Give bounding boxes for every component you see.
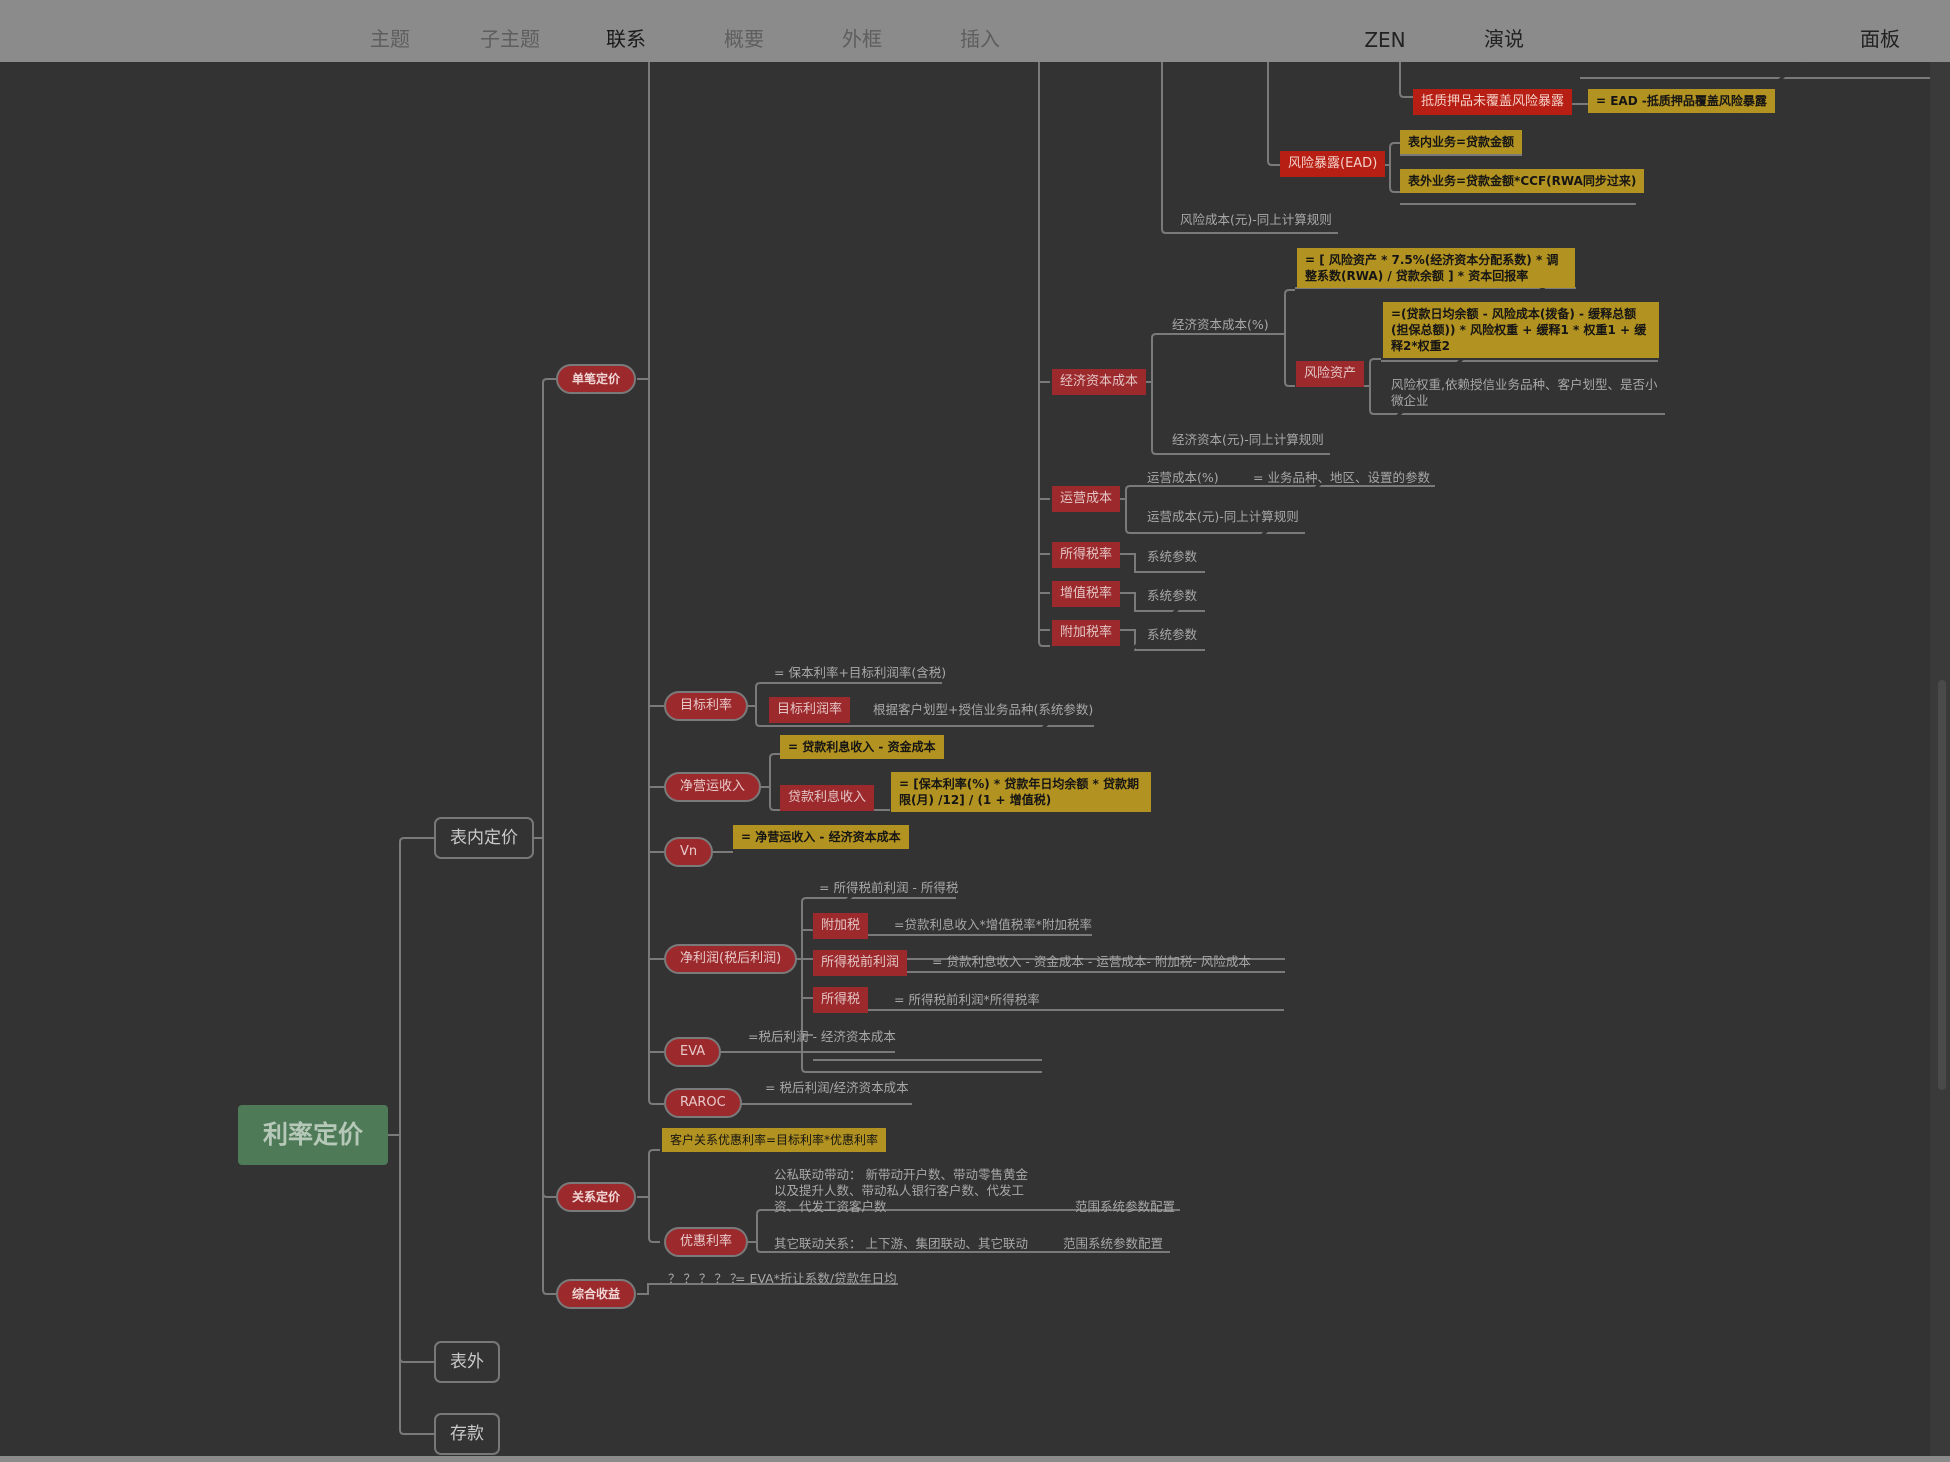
vat-rate-param-text[interactable]: 系统参数 [1147,588,1198,603]
vertical-scrollbar[interactable] [1938,680,1946,1090]
comprehensive-income-node[interactable]: 综合收益 [556,1279,637,1309]
zen-icon [1369,0,1401,10]
public-private-linkage-text[interactable]: 公私联动带动： 新带动开户数、带动零售黄金以及提升人数、带动私人银行客户数、代发… [774,1167,1028,1214]
surcharge-formula-text[interactable]: =贷款利息收入*增值税率*附加税率 [894,917,1092,932]
play-icon [1488,0,1520,10]
summary-button[interactable]: 概要 [714,0,774,62]
net-op-income-node[interactable]: 净营运收入 [664,772,762,802]
eva-node[interactable]: EVA [664,1037,722,1067]
topic-icon [374,0,406,10]
op-cost-node[interactable]: 运营成本 [1052,486,1121,512]
econ-cost-pct-formula-node[interactable]: = [ 风险资产 * 7.5%(经济资本分配系数) * 调整系数(RWA) / … [1297,248,1575,288]
target-margin-note-text[interactable]: 根据客户划型+授信业务品种(系统参数) [873,702,1094,717]
econ-cost-pct-text[interactable]: 经济资本成本(%) [1172,317,1269,332]
income-tax-rate-param-text[interactable]: 系统参数 [1147,549,1198,564]
present-label: 演说 [1484,27,1524,51]
relation-pricing-node[interactable]: 关系定价 [556,1182,637,1212]
zen-button[interactable]: ZEN [1355,0,1415,62]
ead-off-balance-node[interactable]: 表外业务=贷款金额*CCF(RWA同步过来) [1400,169,1645,193]
op-cost-yuan-text[interactable]: 运营成本(元)-同上计算规则 [1147,509,1299,524]
range-config-text-1[interactable]: 范围系统参数配置 [1075,1199,1176,1214]
ead-node[interactable]: 风险暴露(EAD) [1280,151,1386,177]
ead-on-balance-node[interactable]: 表内业务=贷款金额 [1400,130,1523,154]
target-margin-node[interactable]: 目标利润率 [769,697,851,723]
income-tax-formula-text[interactable]: = 所得税前利润*所得税率 [894,992,1040,1007]
raroc-formula-text[interactable]: = 税后利润/经济资本成本 [765,1080,909,1095]
target-rate-formula-text[interactable]: = 保本利率+目标利润率(含税) [774,665,947,680]
risk-weight-note-text[interactable]: 风险权重,依赖授信业务品种、客户划型、是否小微企业 [1391,377,1658,408]
relation-button[interactable]: 联系 [596,0,656,62]
pretax-formula-text[interactable]: = 贷款利息收入 - 资金成本 - 运营成本- 附加税- 风险成本 [932,954,1251,969]
panel-icon [1864,0,1896,10]
insert-button[interactable]: 插入 [950,0,1010,62]
zen-label: ZEN [1364,28,1406,52]
topic-label: 主题 [370,27,410,51]
pretax-profit-node[interactable]: 所得税前利润 [813,950,908,976]
deposit-node[interactable]: 存款 [434,1413,500,1455]
root-topic-node[interactable]: 利率定价 [238,1105,389,1165]
pref-rate-node[interactable]: 优惠利率 [664,1227,749,1257]
risk-asset-formula-node[interactable]: =(贷款日均余额 - 风险成本(拨备) - 缓释总额(担保总额)) * 风险权重… [1383,302,1659,358]
other-linkage-text[interactable]: 其它联动关系： 上下游、集团联动、其它联动 [774,1236,1028,1251]
off-balance-node[interactable]: 表外 [434,1341,500,1383]
mindmap-canvas[interactable]: 抵质押品未覆盖风险暴露 = EAD -抵质押品覆盖风险暴露 风险暴露(EAD) … [0,62,1950,1462]
net-profit-node[interactable]: 净利润(税后利润) [664,944,798,974]
income-tax-node[interactable]: 所得税 [813,987,869,1013]
collateral-formula-node[interactable]: = EAD -抵质押品覆盖风险暴露 [1588,89,1775,113]
subtopic-label: 子主题 [480,27,540,51]
op-cost-pct-formula-text[interactable]: = 业务品种、地区、设置的参数 [1253,470,1430,485]
single-pricing-node[interactable]: 单笔定价 [556,364,637,394]
eva-formula-text[interactable]: =税后利润 - 经济资本成本 [748,1029,896,1044]
op-cost-pct-text[interactable]: 运营成本(%) [1147,470,1219,485]
present-button[interactable]: 演说 [1474,0,1534,62]
panel-button[interactable]: 面板 [1850,0,1910,62]
question-marks-text[interactable]: ？？？？？ [668,1271,746,1286]
boundary-icon [846,0,878,10]
boundary-button[interactable]: 外框 [832,0,892,62]
summary-icon [728,0,760,10]
summary-label: 概要 [724,27,764,51]
surcharge-rate-param-text[interactable]: 系统参数 [1147,627,1198,642]
target-rate-node[interactable]: 目标利率 [664,691,749,721]
customer-pref-rate-node[interactable]: 客户关系优惠利率=目标利率*优惠利率 [662,1128,887,1152]
surcharge-node[interactable]: 附加税 [813,913,869,939]
subtopic-button[interactable]: 子主题 [470,0,550,62]
plus-icon [964,0,996,10]
econ-capital-cost-node[interactable]: 经济资本成本 [1052,369,1147,395]
relation-label: 联系 [606,27,646,51]
surcharge-rate-node[interactable]: 附加税率 [1052,620,1121,646]
bottom-bar [0,1456,1950,1462]
connector-lines [388,62,1930,1435]
subtopic-icon [494,0,526,10]
loan-interest-node[interactable]: 贷款利息收入 [780,785,875,811]
collateral-uncovered-node[interactable]: 抵质押品未覆盖风险暴露 [1413,89,1573,115]
net-op-income-formula-node[interactable]: = 贷款利息收入 - 资金成本 [780,735,944,759]
raroc-node[interactable]: RAROC [664,1088,742,1118]
toolbar: 主题 子主题 联系 概要 外框 插入 ZEN 演说 面板 [0,0,1950,62]
relation-icon [610,0,642,10]
income-tax-rate-node[interactable]: 所得税率 [1052,542,1121,568]
boundary-label: 外框 [842,27,882,51]
range-config-text-2[interactable]: 范围系统参数配置 [1063,1236,1164,1251]
risk-cost-yuan-text[interactable]: 风险成本(元)-同上计算规则 [1180,212,1332,227]
vn-node[interactable]: Vn [664,837,714,867]
topic-button[interactable]: 主题 [360,0,420,62]
vn-formula-node[interactable]: = 净营运收入 - 经济资本成本 [733,825,909,849]
risk-asset-node[interactable]: 风险资产 [1296,361,1365,387]
comprehensive-formula-text[interactable]: = EVA*折让系数/贷款年日均 [735,1271,897,1286]
insert-label: 插入 [960,27,1000,51]
net-profit-formula-text[interactable]: = 所得税前利润 - 所得税 [819,880,959,895]
balance-sheet-pricing-node[interactable]: 表内定价 [434,817,534,859]
loan-interest-formula-node[interactable]: = [保本利率(%) * 贷款年日均余额 * 贷款期限(月) /12] / (1… [891,772,1151,812]
econ-cost-yuan-text[interactable]: 经济资本(元)-同上计算规则 [1172,432,1324,447]
vat-rate-node[interactable]: 增值税率 [1052,581,1121,607]
panel-label: 面板 [1860,27,1900,51]
